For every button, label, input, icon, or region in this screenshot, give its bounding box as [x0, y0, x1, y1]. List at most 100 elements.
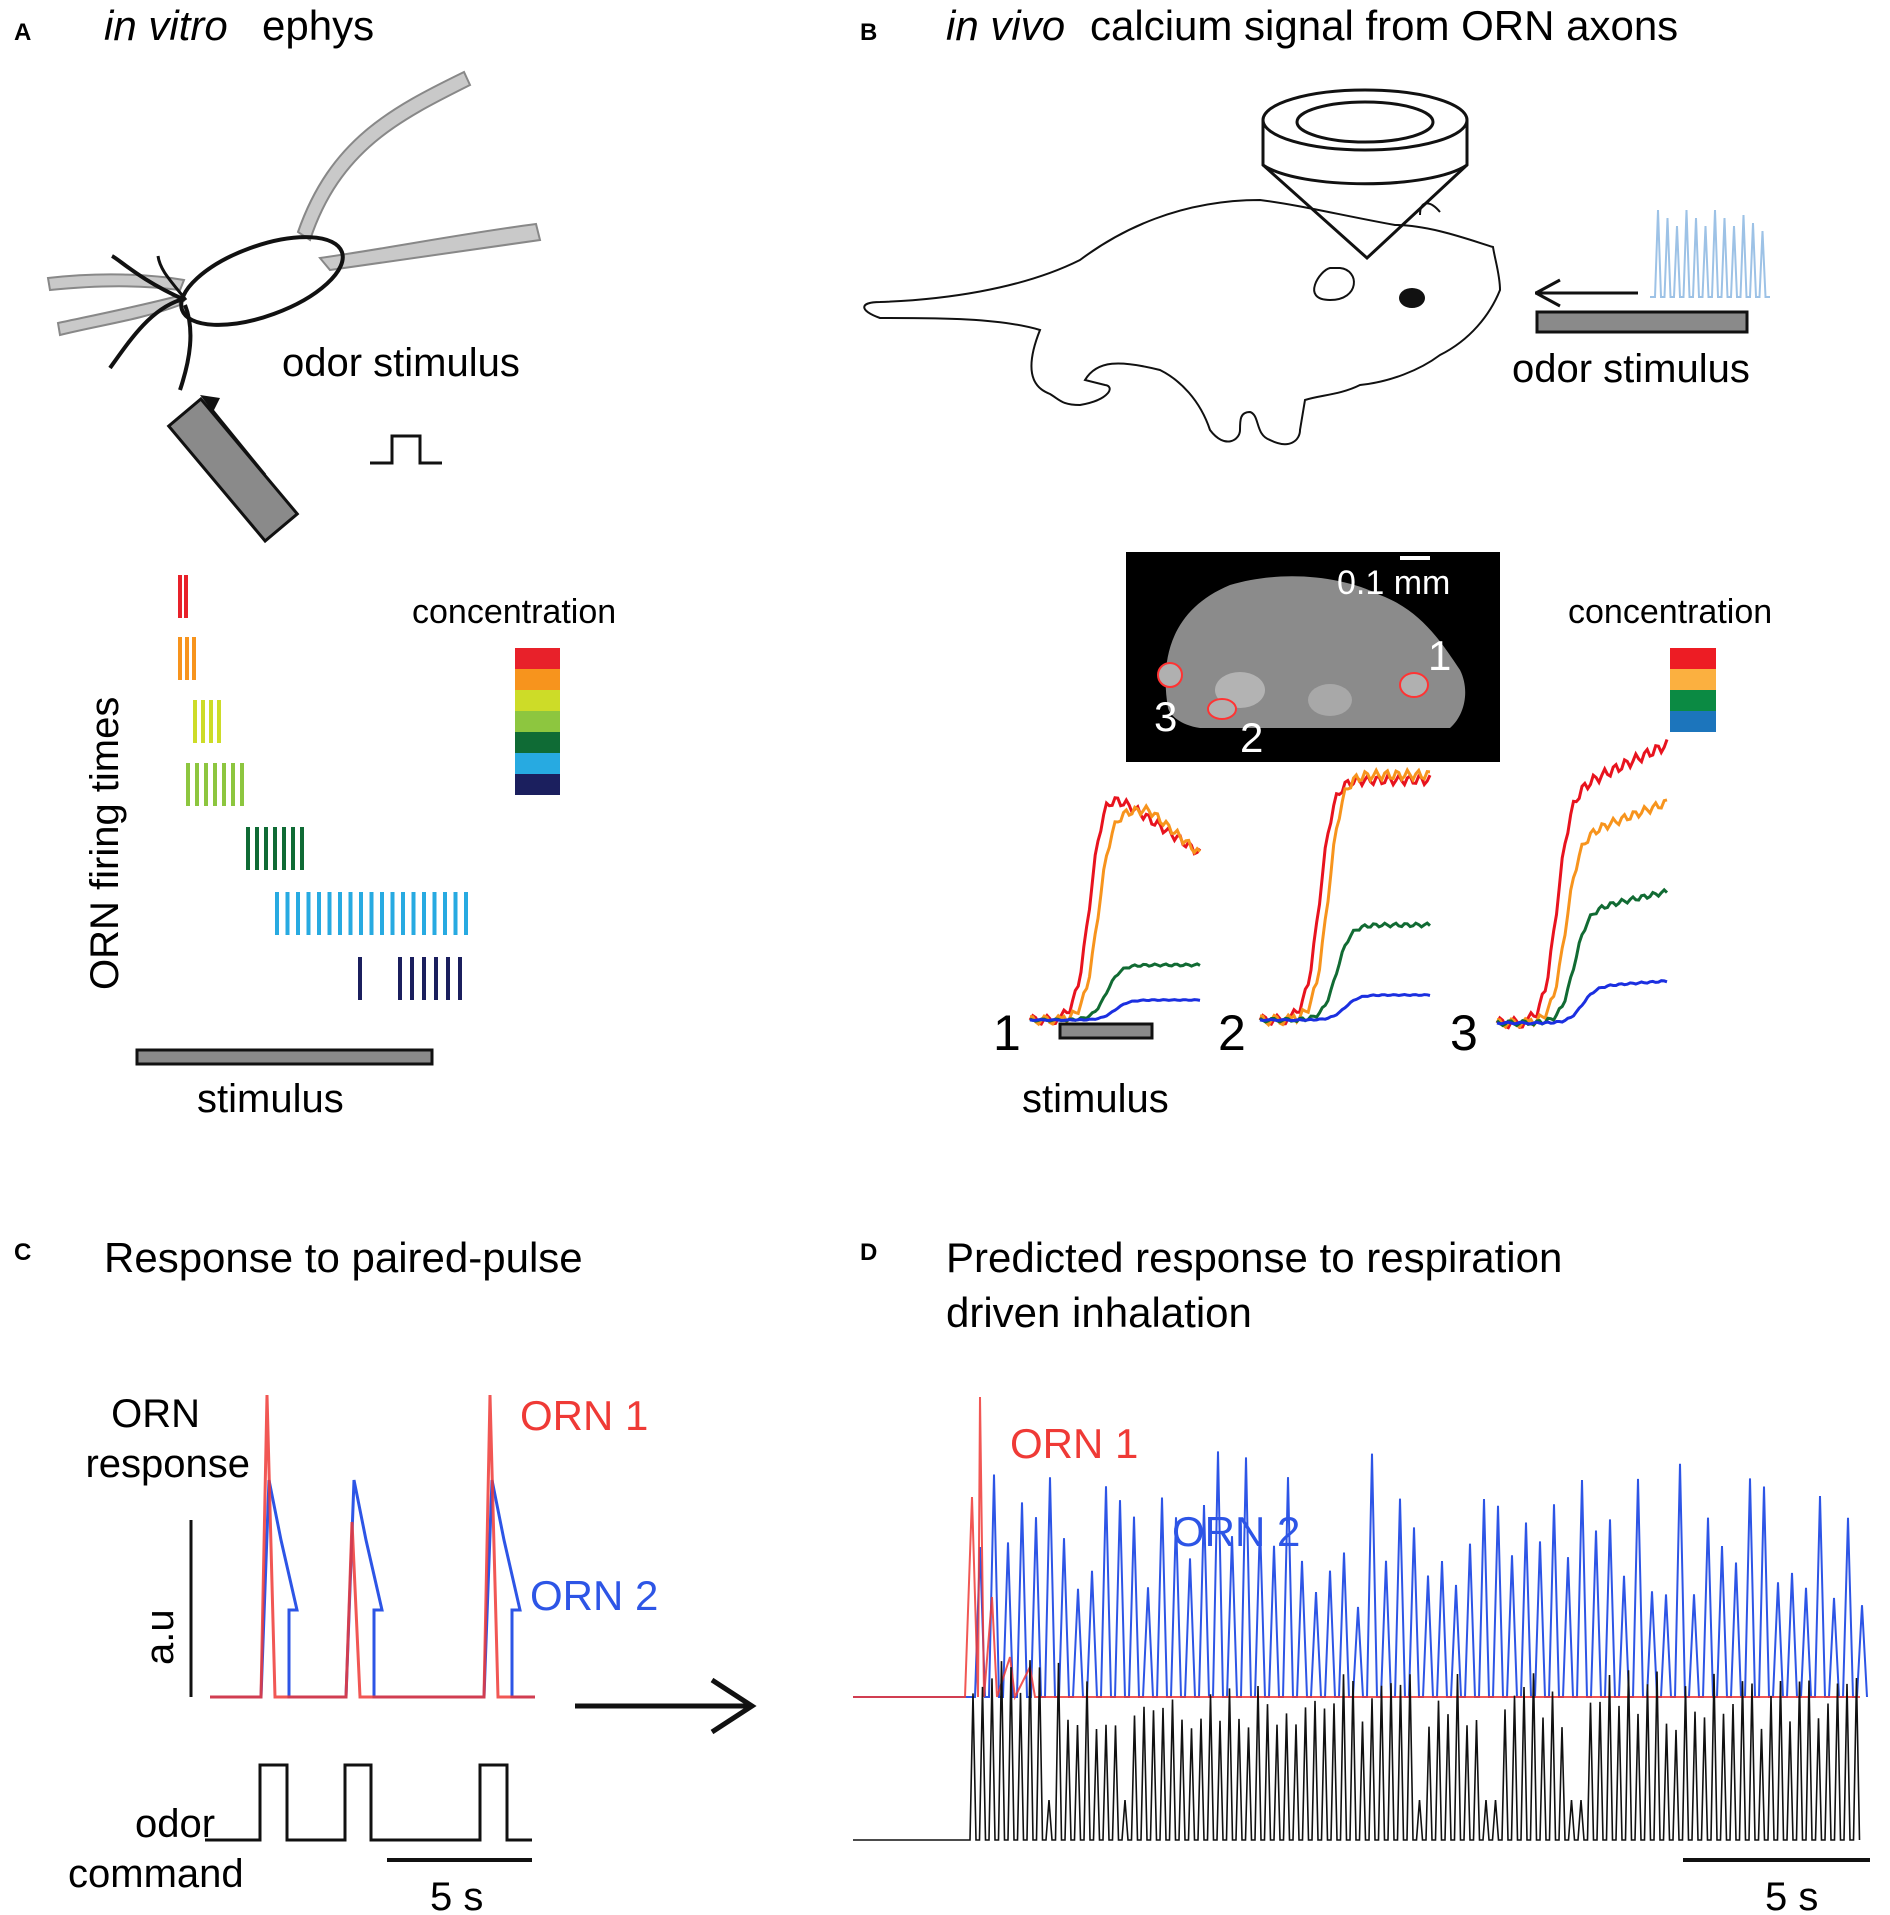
- panel-c-command-label-1: odor: [135, 1802, 215, 1846]
- colorbar-swatch: [515, 711, 560, 732]
- calcium-trace: [1495, 887, 1669, 1028]
- panel-b-odor-stimulus-label: odor stimulus: [1512, 347, 1750, 391]
- panel-b-concentration-label: concentration: [1568, 593, 1772, 631]
- panel-c-response-label-1: ORN: [111, 1392, 200, 1436]
- panel-d-title-line2: driven inhalation: [946, 1289, 1252, 1336]
- respiration-trace: [853, 1660, 1861, 1841]
- cell-body: [179, 235, 345, 327]
- colorbar-swatch: [1670, 648, 1716, 669]
- panel-b-title-italic: in vivo: [946, 2, 1065, 49]
- calcium-trace: [1029, 998, 1201, 1022]
- roi-3-outline: [1157, 662, 1183, 688]
- panel-b-letter: B: [860, 19, 877, 46]
- panel-d-traces: [853, 1396, 1868, 1841]
- panel-a-title-italic: in vitro: [104, 2, 228, 49]
- colorbar-swatch: [515, 669, 560, 690]
- cilium-1: [110, 254, 186, 302]
- panel-b-title-rest: calcium signal from ORN axons: [1090, 2, 1678, 49]
- dendrite-upper: [296, 70, 472, 242]
- panel-a-odor-stimulus-label: odor stimulus: [282, 341, 520, 385]
- dendrite-left-1: [46, 273, 186, 292]
- panel-a: A in vitro ephys odor stimulus ORN firin…: [14, 2, 616, 1121]
- panel-a-concentration-label: concentration: [412, 593, 616, 631]
- odor-command-trace: [205, 1763, 532, 1842]
- panel-c-response-label-2: response: [85, 1442, 250, 1486]
- panel-a-stimulus-bar: [135, 1048, 434, 1066]
- cilium-3: [178, 304, 193, 391]
- panel-a-title-rest: ephys: [262, 2, 374, 49]
- panel-d-letter: D: [860, 1239, 877, 1266]
- recording-electrode: [166, 395, 300, 544]
- calcium-image: 0.1 mm 1 2 3: [1126, 552, 1500, 762]
- panel-d-time-scale-label: 5 s: [1765, 1875, 1818, 1915]
- panel-c-command-label-2: command: [68, 1852, 244, 1896]
- panel-c: C Response to paired-pulse ORN response …: [14, 1234, 658, 1915]
- colorbar-swatch: [1670, 690, 1716, 711]
- panel-d-orn2-label: ORN 2: [1172, 1508, 1300, 1555]
- calcium-trace: [1495, 738, 1669, 1030]
- panel-c-title: Response to paired-pulse: [104, 1234, 583, 1281]
- roi-1-outline: [1399, 672, 1429, 698]
- cilium-4: [156, 255, 188, 301]
- dendrite-middle: [318, 222, 542, 272]
- panel-a-stimulus-label: stimulus: [197, 1077, 344, 1121]
- scale-bar-label: 0.1 mm: [1337, 564, 1450, 602]
- roi-2-outline: [1207, 698, 1237, 720]
- c-to-d-arrow: [575, 1677, 757, 1735]
- dendrite-left-2: [56, 294, 182, 337]
- trace-2-label: 2: [1218, 1005, 1246, 1061]
- colorbar-swatch: [515, 753, 560, 774]
- panel-a-colorbar: [515, 648, 560, 795]
- colorbar-swatch: [1670, 711, 1716, 732]
- calcium-trace: [1259, 992, 1431, 1023]
- orn2-trace: [210, 1479, 535, 1699]
- calcium-trace: [1496, 979, 1668, 1026]
- calcium-trace: [1496, 798, 1668, 1030]
- colorbar-swatch: [1670, 669, 1716, 690]
- pulse-icon: [370, 434, 442, 465]
- mouse-eye-icon: [1399, 288, 1425, 308]
- roi-2-label: 2: [1240, 714, 1263, 761]
- panel-c-au-label: a.u: [138, 1609, 182, 1665]
- trace-1-label: 1: [993, 1005, 1021, 1061]
- panel-b-colorbar: [1670, 648, 1716, 732]
- microscope-objective-icon: [1261, 88, 1469, 261]
- roi-1-label: 1: [1428, 632, 1451, 679]
- calcium-trace: [1029, 803, 1202, 1027]
- calcium-trace: [1029, 962, 1201, 1023]
- panel-b-stimulus-bar: [1058, 1022, 1154, 1040]
- roi-3-label: 3: [1154, 693, 1177, 740]
- trace-3-label: 3: [1450, 1005, 1478, 1061]
- cilium-2: [108, 298, 181, 370]
- panel-c-time-scale-label: 5 s: [430, 1875, 483, 1915]
- electrode-wire: [206, 404, 267, 476]
- panel-b-stimulus-label: stimulus: [1022, 1077, 1169, 1121]
- panel-d-title-line1: Predicted response to respiration: [946, 1234, 1562, 1281]
- electrode-arrow-icon: [200, 395, 220, 412]
- colorbar-swatch: [515, 648, 560, 669]
- glomerulus-highlight: [1308, 684, 1352, 716]
- panel-b-odor-source-bar: [1535, 310, 1749, 334]
- panel-b-traces: [1028, 738, 1669, 1030]
- panel-c-traces: [205, 1394, 535, 1842]
- odor-concentration-trace: [1650, 209, 1770, 298]
- panel-c-orn2-label: ORN 2: [530, 1572, 658, 1619]
- panel-c-orn1-label: ORN 1: [520, 1392, 648, 1439]
- panel-d: D Predicted response to respiration driv…: [853, 1234, 1870, 1915]
- panel-a-y-label: ORN firing times: [83, 697, 127, 990]
- colorbar-swatch: [515, 690, 560, 711]
- colorbar-swatch: [515, 732, 560, 753]
- electrode-body: [166, 396, 300, 544]
- colorbar-swatch: [515, 774, 560, 795]
- orn2-trace: [853, 1451, 1868, 1698]
- panel-b: B in vivo calcium signal from ORN axons …: [860, 2, 1772, 1121]
- mouse-icon: [863, 198, 1502, 446]
- panel-a-letter: A: [14, 19, 31, 46]
- orn1-trace: [210, 1394, 535, 1699]
- panel-a-raster: [178, 575, 468, 1000]
- panel-b-odor-arrow-icon: [1535, 278, 1561, 308]
- calcium-trace: [1258, 771, 1432, 1027]
- calcium-trace: [1259, 766, 1431, 1028]
- panel-d-orn1-label: ORN 1: [1010, 1420, 1138, 1467]
